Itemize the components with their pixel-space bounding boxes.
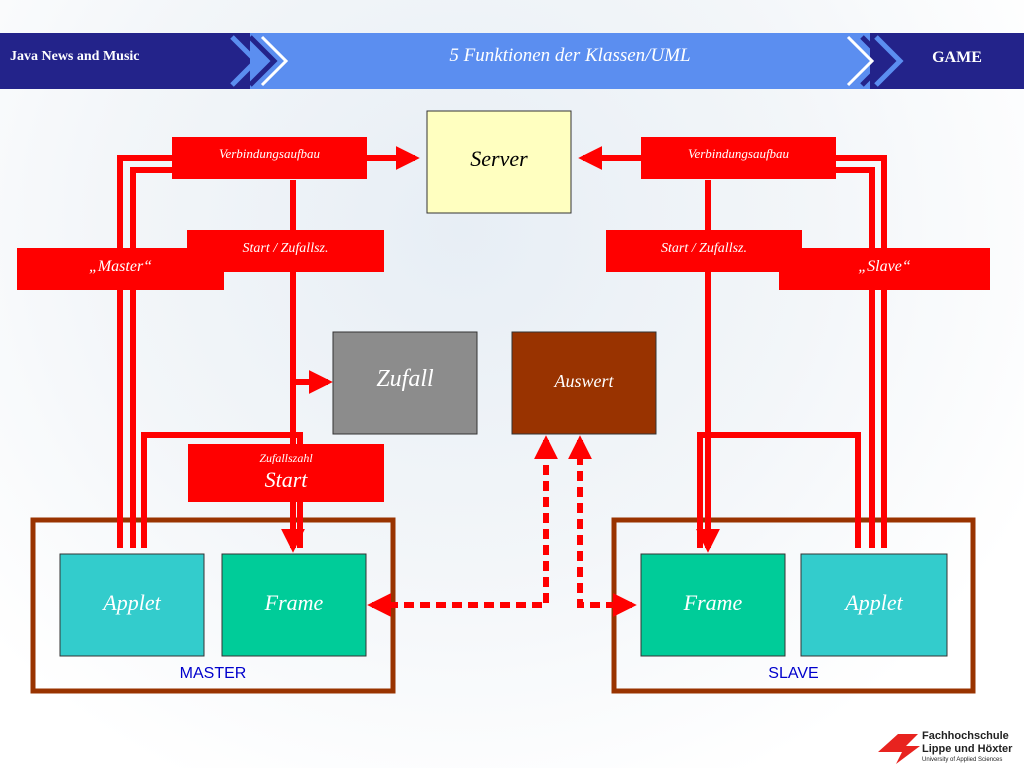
logo-line-1: Fachhochschule bbox=[922, 730, 1009, 742]
auswert-box bbox=[511, 331, 657, 435]
master-group-label: MASTER bbox=[179, 665, 247, 682]
label-start-zufall-left: Start / Zufallsz. bbox=[242, 241, 329, 256]
line-slave-server-return bbox=[835, 167, 875, 548]
label-bg-start bbox=[188, 444, 384, 502]
master-frame-box bbox=[221, 553, 367, 657]
label-verbindung-left: Verbindungsaufbau bbox=[218, 147, 321, 161]
fh-logo-icon bbox=[878, 734, 920, 764]
logo-line-3: University of Applied Sciences bbox=[922, 757, 1003, 763]
zufall-box bbox=[332, 331, 478, 435]
label-zufallszahl: Zufallszahl bbox=[259, 452, 313, 464]
chevron-right-icon bbox=[230, 35, 260, 87]
master-frame-label: Frame bbox=[264, 590, 324, 615]
label-bg-start-zufall-right bbox=[606, 230, 802, 272]
dashed-arrow-master-frame-auswert bbox=[367, 435, 558, 617]
slide-title: 5 Funktionen der Klassen/UML bbox=[449, 45, 691, 66]
header-left-title: Java News and Music bbox=[10, 49, 140, 64]
chevron-right-icon bbox=[248, 35, 278, 87]
dashed-arrow-slave-frame-auswert bbox=[568, 435, 637, 617]
label-bg-slave bbox=[779, 248, 990, 290]
header-bar: Java News and Music 5 Funktionen der Kla… bbox=[0, 33, 1024, 89]
chevron-right-icon bbox=[860, 35, 890, 87]
label-start-zufall-right: Start / Zufallsz. bbox=[661, 241, 747, 256]
zufall-label: Zufall bbox=[376, 366, 434, 392]
label-bg-verbindung-left bbox=[172, 137, 367, 179]
university-logo: Fachhochschule Lippe und Höxter Universi… bbox=[876, 730, 1022, 766]
label-master: „Master“ bbox=[88, 258, 153, 275]
slave-applet-label: Applet bbox=[845, 590, 903, 615]
chevron-icons bbox=[230, 35, 904, 87]
header-right-panel bbox=[870, 33, 1024, 89]
label-bg-verbindung-right bbox=[641, 137, 836, 179]
chevron-right-icon bbox=[846, 35, 875, 87]
logo-line-2: Lippe und Höxter bbox=[922, 743, 1013, 755]
auswert-connections bbox=[367, 435, 637, 617]
chevron-right-icon bbox=[260, 35, 289, 87]
header-right-title: GAME bbox=[932, 49, 982, 66]
slave-applet-box bbox=[800, 553, 948, 657]
server-box bbox=[426, 110, 572, 214]
auswert-label: Auswert bbox=[554, 371, 614, 391]
line-slave-applet-frame bbox=[697, 432, 861, 548]
label-slave: „Slave“ bbox=[858, 258, 911, 275]
line-master-server-return bbox=[130, 167, 175, 548]
chevron-right-icon bbox=[874, 35, 904, 87]
server-label: Server bbox=[470, 146, 528, 171]
slave-frame-box bbox=[640, 553, 786, 657]
header-left-panel bbox=[0, 33, 250, 89]
header-center-panel bbox=[250, 33, 870, 89]
master-applet-box bbox=[59, 553, 205, 657]
label-start: Start bbox=[264, 467, 308, 492]
master-applet-label: Applet bbox=[103, 590, 161, 615]
label-bg-start-zufall-left bbox=[187, 230, 384, 272]
label-verbindung-right: Verbindungsaufbau bbox=[687, 147, 790, 161]
slave-group-label: SLAVE bbox=[768, 665, 819, 682]
slave-frame-label: Frame bbox=[683, 590, 743, 615]
